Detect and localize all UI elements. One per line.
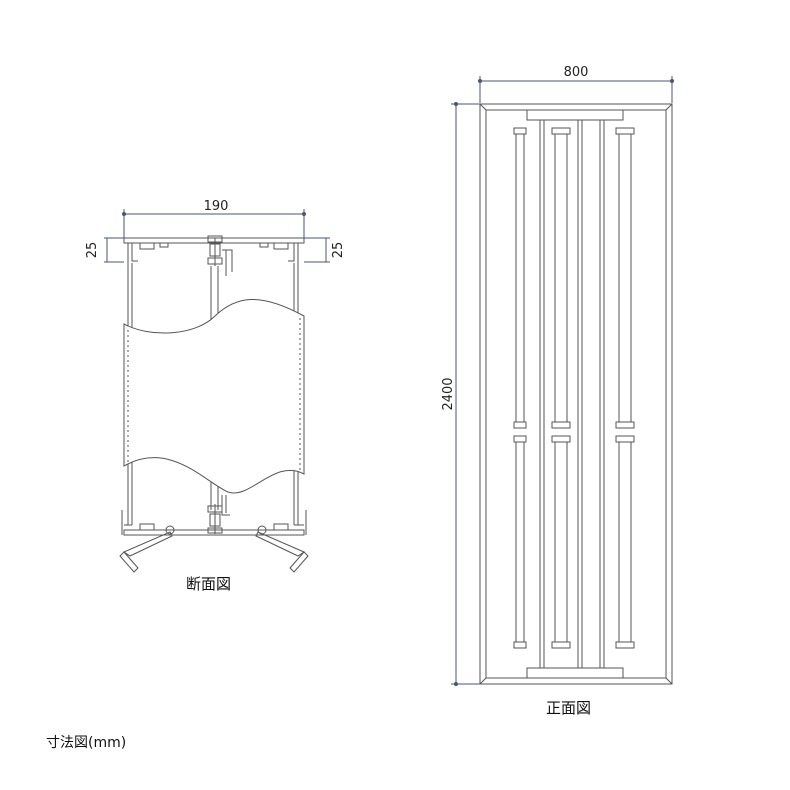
top-bolt xyxy=(207,235,233,276)
lamp-col2-top xyxy=(551,127,571,429)
top-header-block xyxy=(526,109,624,121)
section-view: 190 25 25 xyxy=(85,199,346,573)
frame-corners xyxy=(479,103,673,685)
top-rail xyxy=(123,237,305,263)
bottom-rail xyxy=(121,510,307,536)
front-height-label: 2400 xyxy=(441,377,456,410)
lamp-col3-top xyxy=(615,127,635,429)
front-height-dimension xyxy=(451,102,480,686)
vertical-rails xyxy=(539,120,605,668)
outer-frame xyxy=(479,103,673,685)
break-panel xyxy=(123,299,305,494)
left-flange-dimension xyxy=(104,237,124,263)
lamp-col2-bottom xyxy=(551,435,571,649)
section-width-dimension xyxy=(122,209,306,240)
bottom-bolt xyxy=(207,495,230,534)
lamp-col1-top xyxy=(513,127,527,429)
front-view: 800 2400 xyxy=(441,65,674,686)
open-cover-right xyxy=(255,531,309,573)
right-flange-label: 25 xyxy=(331,242,346,259)
section-view-caption: 断面図 xyxy=(186,575,232,593)
lamp-col3-bottom xyxy=(615,435,635,649)
inner-frame xyxy=(485,109,667,679)
front-width-dimension xyxy=(478,76,674,103)
left-flange-label: 25 xyxy=(85,242,100,259)
open-cover-left xyxy=(119,531,173,573)
right-flange-dimension xyxy=(304,237,330,263)
bottom-header-block xyxy=(526,667,624,679)
front-view-caption: 正面図 xyxy=(546,699,592,717)
units-note: 寸法図(mm) xyxy=(46,735,127,751)
lamp-col1-bottom xyxy=(513,435,527,649)
front-width-label: 800 xyxy=(564,65,589,80)
section-width-label: 190 xyxy=(204,199,229,214)
